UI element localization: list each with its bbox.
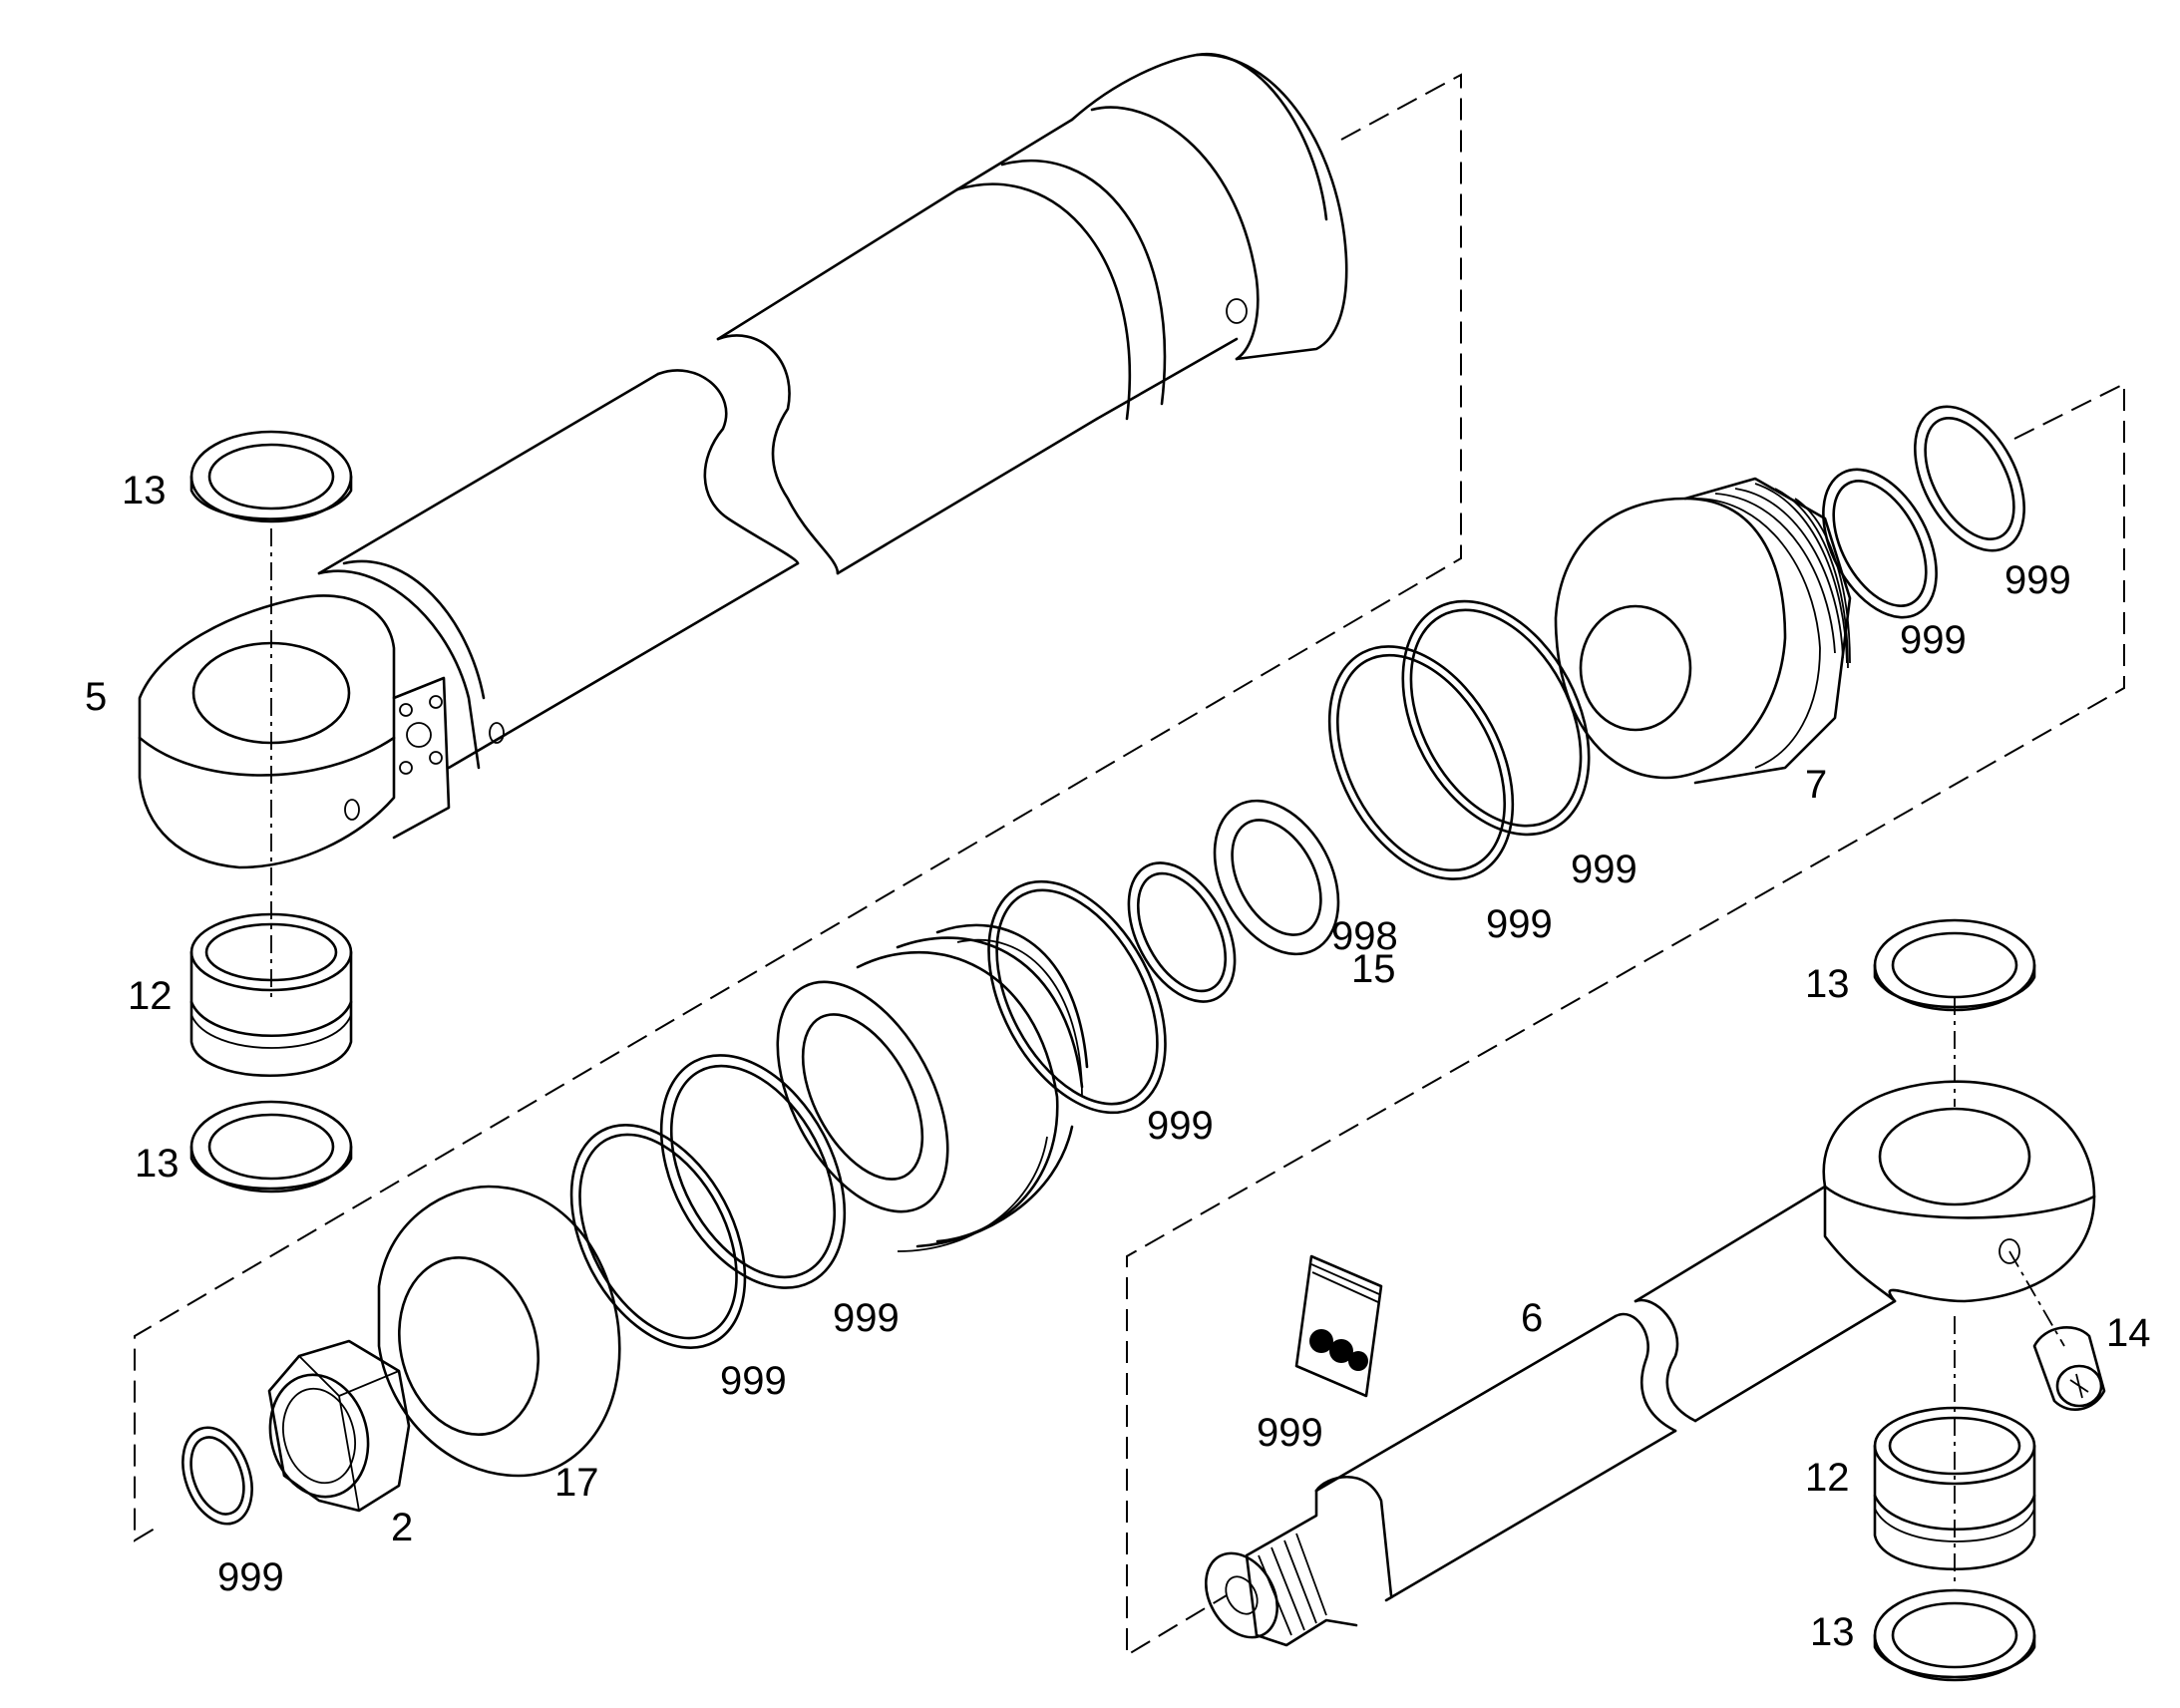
cylinder-head-gland — [1554, 477, 1852, 785]
middle-seal-rings — [987, 599, 1591, 1115]
right-seal-rings — [1822, 405, 2025, 619]
grease-fitting-part-14 — [2008, 1250, 2106, 1411]
callout-999-right-2: 999 — [2004, 558, 2071, 602]
cylinder-barrel — [317, 52, 1348, 770]
callout-12-left: 12 — [128, 974, 173, 1018]
callout-13-bottom-right: 13 — [1810, 1610, 1855, 1654]
callout-5: 5 — [85, 675, 107, 719]
cylinder-eye-head — [138, 594, 505, 869]
callout-999-bottom-2: 999 — [720, 1359, 787, 1403]
callout-999-nut-ring: 999 — [217, 1555, 284, 1599]
guide-ring-part-17 — [377, 1185, 621, 1478]
callout-7: 7 — [1805, 763, 1827, 807]
callout-15: 15 — [1351, 947, 1396, 991]
callout-999-mid-3: 999 — [1147, 1104, 1214, 1148]
callout-2: 2 — [391, 1506, 413, 1549]
callout-13-top-left: 13 — [122, 469, 167, 512]
callout-999-mid-1: 999 — [1571, 848, 1637, 891]
hex-nut-part-2 — [267, 1339, 411, 1513]
callout-999-right-1: 999 — [1900, 618, 1967, 662]
callout-999-mid-2: 999 — [1486, 902, 1553, 946]
lower-left-seal-rings — [569, 1054, 847, 1349]
small-seal-ring — [182, 1426, 253, 1526]
piston-rod — [1205, 1185, 1897, 1647]
callout-17: 17 — [554, 1461, 599, 1505]
right-bearing-stack — [1873, 918, 2036, 1682]
callout-12-right: 12 — [1805, 1456, 1850, 1500]
left-bearing-stack — [189, 430, 353, 1194]
callout-998: 998 — [1331, 914, 1398, 958]
callout-999-bottom-1: 999 — [833, 1296, 900, 1340]
piston-assembly — [776, 923, 1089, 1252]
callout-999-seal-kit: 999 — [1257, 1411, 1323, 1455]
callout-labels: 5 13 12 13 7 999 999 999 999 998 15 999 … — [85, 469, 2151, 1654]
callout-14: 14 — [2106, 1311, 2151, 1355]
assembly-boundary-lines — [134, 73, 2125, 1657]
seal-kit-bag — [1294, 1254, 1383, 1398]
rod-eye — [1822, 1080, 2096, 1303]
callout-6: 6 — [1521, 1296, 1543, 1340]
callout-13-top-right: 13 — [1805, 962, 1850, 1006]
callout-13-left: 13 — [135, 1142, 180, 1186]
